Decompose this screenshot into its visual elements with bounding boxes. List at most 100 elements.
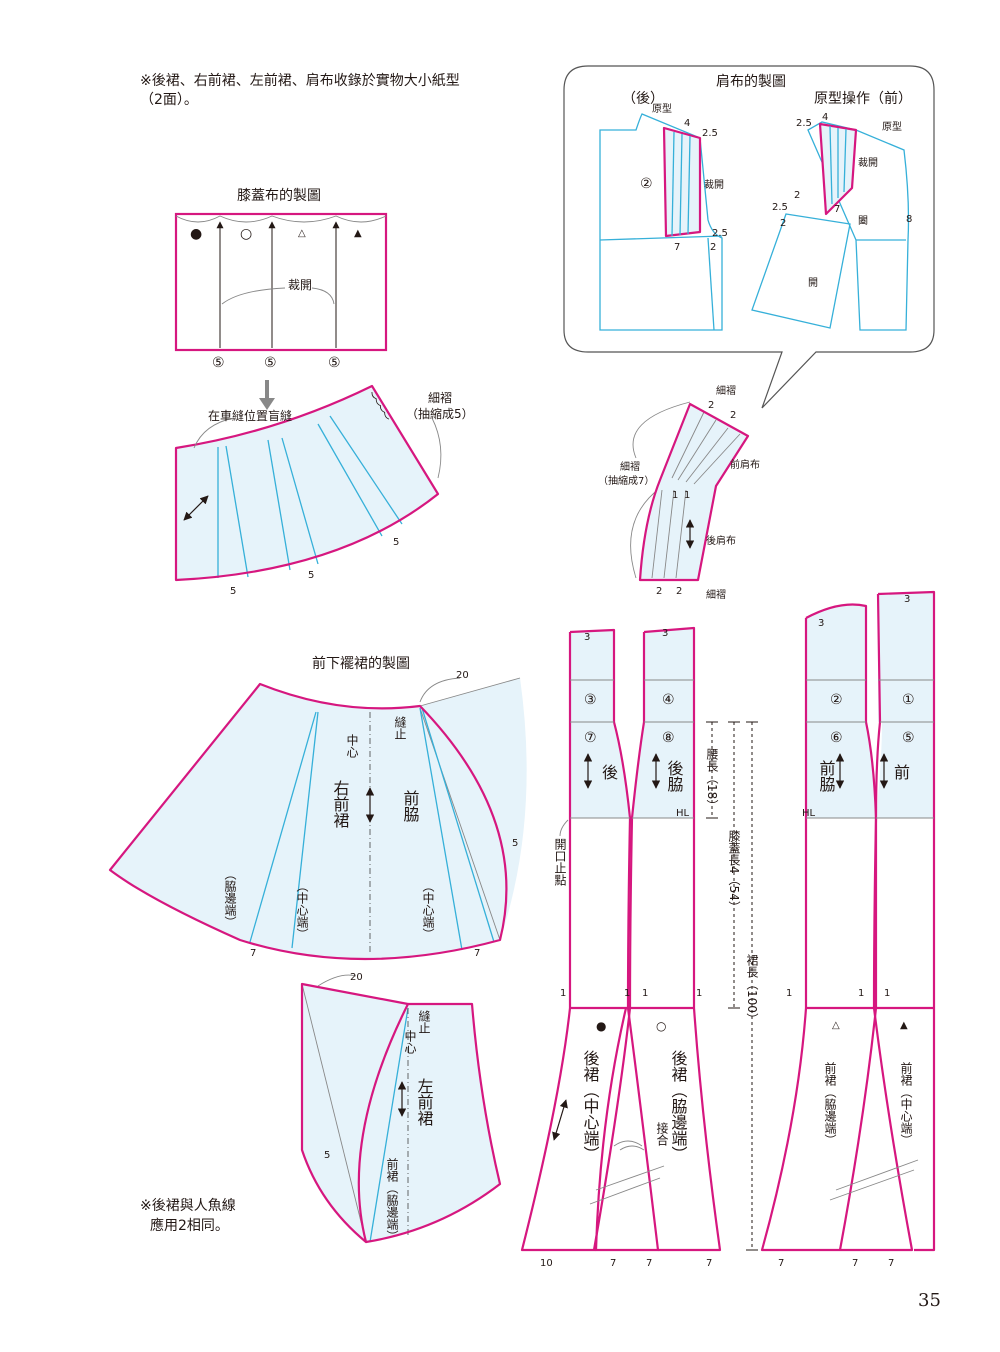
piece-dim-1: 2 bbox=[708, 400, 714, 411]
piece-num-6: ⑥ bbox=[830, 730, 843, 746]
skirt-sym-triangle: △ bbox=[832, 1020, 840, 1031]
piece-gather-mid-1: 細褶 bbox=[620, 460, 640, 473]
shoulder-dim-r5: 2 bbox=[780, 218, 786, 229]
skirt-sym-filled-triangle: ▲ bbox=[900, 1020, 908, 1031]
label-front-side-end: 前裙（脇邊端） bbox=[823, 1061, 837, 1146]
sym-circle: ○ bbox=[240, 226, 252, 242]
piece-num-3: ③ bbox=[584, 692, 597, 708]
shoulder-dim-l5: 2 bbox=[710, 242, 716, 253]
piece-dim-6: 2 bbox=[676, 586, 682, 597]
shoulder-proto-label: 原型 bbox=[652, 102, 672, 115]
skirt-dim-knee-2: 1 bbox=[624, 988, 630, 999]
left-front-seam-stop: 縫止 bbox=[417, 1009, 431, 1034]
piece-gather-mid-2: （抽縮成7） bbox=[598, 474, 654, 487]
piece-num-5: ⑤ bbox=[902, 730, 915, 746]
skirt-dim-top-2: 3 bbox=[662, 628, 668, 639]
label-front: 前 bbox=[894, 763, 910, 782]
shoulder-piece: 細褶 細褶 （抽縮成7） 細褶 前肩布 後肩布 2 2 1 1 2 2 bbox=[598, 384, 760, 601]
blind-stitch-label: 在車縫位置盲縫 bbox=[208, 408, 292, 423]
knee-gather-2: （抽縮成5） bbox=[406, 406, 474, 421]
shoulder-dim-l4: 7 bbox=[674, 242, 680, 253]
front-lower-dim-5: 5 bbox=[512, 838, 518, 849]
piece-dim-4: 1 bbox=[684, 490, 690, 501]
shoulder-front-label: 原型操作（前） bbox=[814, 90, 912, 107]
left-front-dim-5: 5 bbox=[324, 1150, 330, 1161]
shoulder-dim-r1: 2.5 bbox=[796, 118, 812, 129]
skirt-panels: ③ ④ ⑦ ⑧ ② ① ⑥ ⑤ 後 後脇 前脇 前 HL HL 開口止點 腰長（… bbox=[520, 590, 936, 1269]
label-front-center-end: 前裙（中心端） bbox=[899, 1061, 913, 1146]
knee-dim-2: 5 bbox=[308, 570, 314, 581]
skirt-dim-knee-4: 1 bbox=[696, 988, 702, 999]
knee-cut-label: 裁開 bbox=[288, 278, 312, 292]
skirt-dim-hem-1: 10 bbox=[540, 1258, 553, 1269]
skirt-dim-top-4: 3 bbox=[904, 594, 910, 605]
skirt-dim-hem-3: 7 bbox=[646, 1258, 652, 1269]
shoulder-dim-l3: 2.5 bbox=[712, 228, 728, 239]
shoulder-proto-label-right: 原型 bbox=[882, 120, 902, 133]
front-lower-right-front: 右前裙 bbox=[331, 780, 350, 828]
skirt-dim-top-3: 3 bbox=[818, 618, 824, 629]
bottom-note-line2: 應用2相同。 bbox=[150, 1217, 229, 1234]
left-front-label: 左前裙 bbox=[415, 1078, 434, 1126]
skirt-dim-knee-5: 1 bbox=[786, 988, 792, 999]
front-lower-center-end-2: （中心端） bbox=[421, 880, 435, 940]
label-back: 後 bbox=[602, 763, 618, 782]
sym-filled-triangle: ▲ bbox=[354, 228, 362, 239]
skirt-dim-hem-2: 7 bbox=[610, 1258, 616, 1269]
skirt-dim-knee-3: 1 bbox=[642, 988, 648, 999]
shoulder-dim-r2: 4 bbox=[822, 112, 828, 123]
left-front-side-end: 前裙（脇邊端） bbox=[385, 1157, 399, 1242]
piece-dim-3: 1 bbox=[672, 490, 678, 501]
bottom-note-line1: ※後裙與人魚線 bbox=[140, 1198, 236, 1214]
front-lower-dim-7-right: 7 bbox=[474, 948, 480, 959]
left-front-dim-20: 20 bbox=[350, 972, 363, 983]
front-lower-center-end-1: （中心端） bbox=[295, 880, 309, 940]
front-lower-side-end: （脇邊端） bbox=[223, 868, 237, 928]
shoulder-dim-r6: 7 bbox=[834, 204, 840, 215]
label-front-side: 前脇 bbox=[817, 760, 836, 793]
front-lower-seam-stop: 縫止 bbox=[393, 715, 407, 740]
piece-num-7: ⑦ bbox=[584, 730, 597, 746]
front-lower-skirt-draft: 前下襬裙的製圖 20 5 7 7 縫止 中心 右前裙 前脇 （脇邊端） （中心端… bbox=[108, 655, 527, 1244]
shoulder-dim-l2: 2.5 bbox=[702, 128, 718, 139]
shoulder-close-label: 闔 bbox=[858, 215, 868, 227]
skirt-sym-filled-circle: ● bbox=[596, 1019, 606, 1033]
shoulder-open-label: 開 bbox=[808, 277, 818, 289]
page-number: 35 bbox=[918, 1290, 941, 1311]
shoulder-dim-r3: 2 bbox=[794, 190, 800, 201]
top-note-line2: （2面）。 bbox=[140, 92, 198, 108]
piece-dim-5: 2 bbox=[656, 586, 662, 597]
knee-panel-draft: 膝蓋布的製圖 ● ○ △ ▲ 裁開 ⑤ ⑤ ⑤ 在車縫位置盲縫 細褶 （抽縮成 bbox=[174, 188, 474, 597]
knee-dim-1: 5 bbox=[393, 537, 399, 548]
skirt-dim-hem-5: 7 bbox=[778, 1258, 784, 1269]
piece-num-2: ② bbox=[830, 692, 843, 708]
sym-filled-circle: ● bbox=[190, 226, 202, 242]
label-back-side: 後脇 bbox=[665, 760, 684, 793]
skirt-dim-hem-7: 7 bbox=[888, 1258, 894, 1269]
shoulder-dim-r4: 2.5 bbox=[772, 202, 788, 213]
piece-num-1: ① bbox=[902, 692, 915, 708]
knee-dim-3: 5 bbox=[230, 586, 236, 597]
skirt-sym-circle: ○ bbox=[656, 1019, 666, 1033]
piece-back-shoulder: 後肩布 bbox=[706, 534, 736, 547]
knee-gather-1: 細褶 bbox=[428, 390, 452, 405]
front-lower-title: 前下襬裙的製圖 bbox=[312, 655, 410, 672]
shoulder-cut-label: 裁開 bbox=[704, 178, 724, 191]
front-lower-dim-7-left: 7 bbox=[250, 948, 256, 959]
skirt-dim-knee-1: 1 bbox=[560, 988, 566, 999]
shoulder-dim-l1: 4 bbox=[684, 118, 690, 129]
label-back-side-end: 後裙（脇邊端） bbox=[669, 1050, 688, 1162]
skirt-dim-top-1: 3 bbox=[584, 632, 590, 643]
shoulder-title: 肩布的製圖 bbox=[716, 74, 786, 90]
skirt-dim-hem-6: 7 bbox=[852, 1258, 858, 1269]
skirt-dim-knee-7: 1 bbox=[884, 988, 890, 999]
front-lower-dim-20: 20 bbox=[456, 670, 469, 681]
label-skirt-len: 裙長（100） bbox=[745, 954, 759, 1025]
piece-front-shoulder: 前肩布 bbox=[730, 458, 760, 471]
shoulder-dim-r7: 8 bbox=[906, 214, 912, 225]
skirt-dim-hem-4: 7 bbox=[706, 1258, 712, 1269]
top-note-line1: ※後裙、右前裙、左前裙、肩布收錄於實物大小紙型 bbox=[140, 72, 460, 89]
label-hl-left: HL bbox=[676, 808, 690, 819]
knee-panel-title: 膝蓋布的製圖 bbox=[237, 188, 321, 204]
label-join: 接合 bbox=[655, 1121, 669, 1146]
